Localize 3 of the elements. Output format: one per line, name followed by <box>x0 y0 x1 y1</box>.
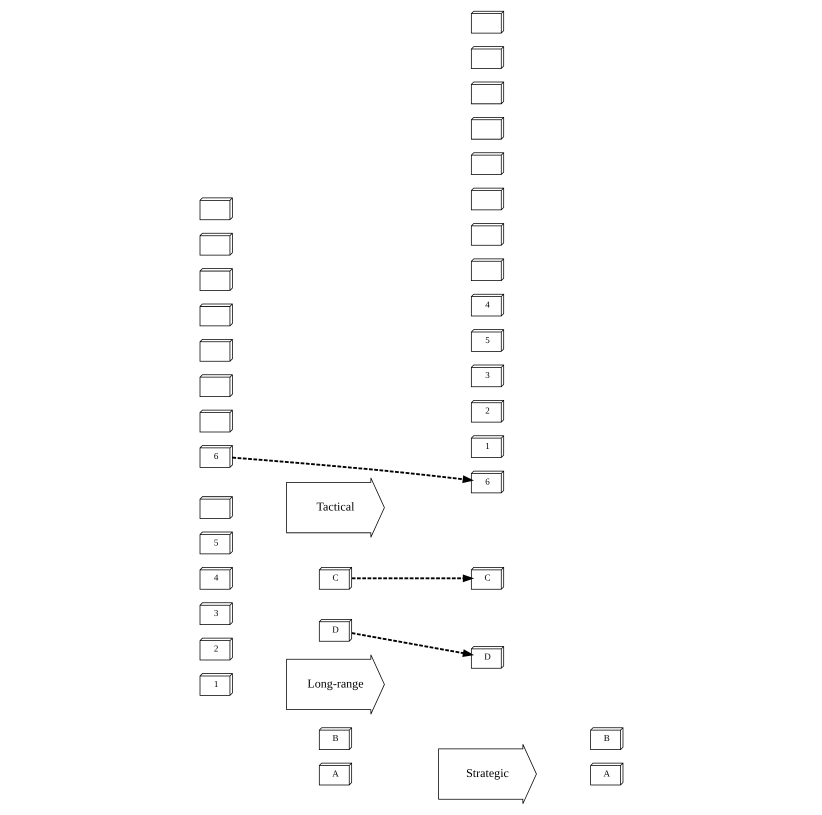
arrow <box>232 456 474 484</box>
arrow <box>351 574 474 582</box>
arrow <box>351 632 474 657</box>
